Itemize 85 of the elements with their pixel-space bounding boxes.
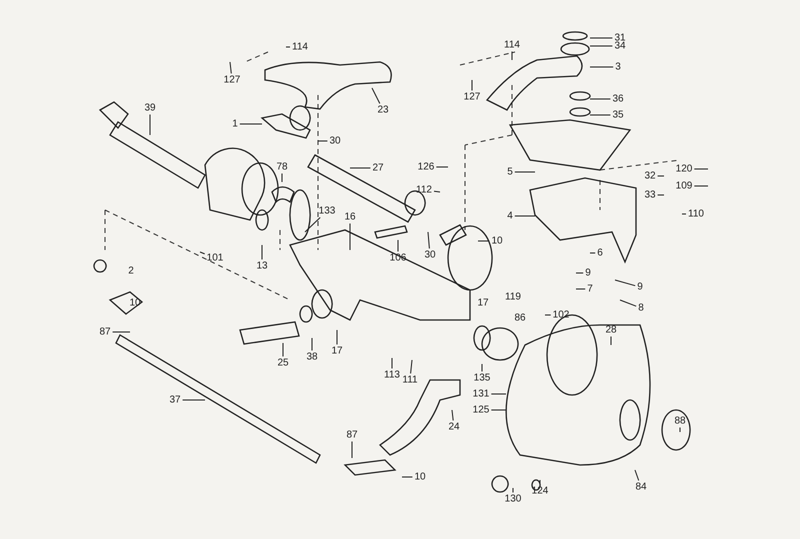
leader-line <box>657 194 664 196</box>
leader-line <box>694 168 708 170</box>
leader-line <box>590 252 596 254</box>
callout-number: 110 <box>687 208 705 220</box>
leader-line <box>410 360 412 374</box>
callout-number: 127 <box>462 92 482 102</box>
callout-number: 38 <box>305 352 319 362</box>
callout-number: 16 <box>343 212 357 222</box>
callout-number: 36 <box>611 94 625 104</box>
callout-number: 34 <box>613 40 627 52</box>
callout-number: 23 <box>376 104 390 116</box>
callout-number: 130 <box>504 494 522 504</box>
leader-line <box>304 217 321 232</box>
leader-line <box>452 410 454 421</box>
leader-line <box>478 240 490 242</box>
leader-line <box>230 62 232 74</box>
callout-number: 87 <box>98 326 112 338</box>
leader-line <box>620 300 637 307</box>
callout-number: 111 <box>401 374 419 386</box>
leader-line <box>200 252 206 254</box>
callout-number: 1 <box>231 118 239 130</box>
leader-line <box>372 88 380 104</box>
callout-number: 133 <box>318 206 336 216</box>
callout-number: 37 <box>168 394 182 406</box>
callout-number: 30 <box>423 250 437 260</box>
leader-line <box>512 488 514 493</box>
leader-line <box>614 280 636 286</box>
callout-number: 9 <box>584 268 592 278</box>
leader-line <box>576 288 586 290</box>
callout-number: 17 <box>330 346 344 356</box>
callout-number: 84 <box>634 482 648 492</box>
callout-number: 87 <box>345 430 359 440</box>
callout-number: 109 <box>674 180 694 192</box>
callout-number: 2 <box>127 266 135 276</box>
callout-number: 88 <box>673 416 687 426</box>
callout-number: 135 <box>472 372 492 384</box>
callout-number: 33 <box>643 190 657 200</box>
callout-number: 3 <box>614 62 622 72</box>
callout-number: 120 <box>674 164 694 174</box>
callout-number: 113 <box>383 370 401 380</box>
callout-number: 17 <box>476 298 490 308</box>
callout-number: 35 <box>611 110 625 120</box>
callout-number: 39 <box>143 102 157 114</box>
callout-number: 125 <box>472 404 490 416</box>
callout-number: 10 <box>413 472 427 482</box>
callout-number: 131 <box>472 388 490 400</box>
callout-number: 9 <box>636 282 644 292</box>
callout-number: 102 <box>552 310 570 320</box>
callout-number: 13 <box>255 260 269 272</box>
leader-line <box>436 166 448 168</box>
callout-number: 5 <box>506 166 514 178</box>
leader-line <box>634 470 640 481</box>
callout-number: 112 <box>415 184 433 196</box>
callout-number: 28 <box>604 324 618 336</box>
callout-number: 4 <box>506 210 514 222</box>
leader-line <box>590 98 611 100</box>
callout-number: 114 <box>291 42 309 52</box>
leader-line <box>434 190 440 192</box>
callout-number: 7 <box>586 284 594 294</box>
callout-number: 78 <box>275 162 289 172</box>
callout-number: 30 <box>328 136 342 146</box>
leader-line <box>286 46 290 48</box>
leader-line <box>610 336 612 346</box>
callout-number: 86 <box>513 312 527 324</box>
callout-number: 8 <box>637 302 645 314</box>
leader-line <box>428 232 430 249</box>
callout-number: 24 <box>447 422 461 432</box>
callout-number: 126 <box>416 162 436 172</box>
leader-line <box>576 272 584 274</box>
callout-number: 32 <box>643 170 657 182</box>
callout-number: 127 <box>222 74 242 86</box>
leader-line <box>318 140 328 142</box>
leader-line <box>590 66 614 68</box>
callout-number: 119 <box>504 292 522 302</box>
leader-line <box>544 314 552 316</box>
callout-number: 10 <box>490 236 504 246</box>
leader-line <box>590 114 611 116</box>
leader-line <box>402 476 413 478</box>
leader-line <box>282 342 284 357</box>
callout-number: 27 <box>371 162 385 174</box>
callout-number: 25 <box>276 358 290 368</box>
leader-line <box>336 330 338 345</box>
callout-number: 6 <box>596 248 604 258</box>
callout-number: 114 <box>503 40 521 50</box>
callout-number: 101 <box>206 252 224 264</box>
